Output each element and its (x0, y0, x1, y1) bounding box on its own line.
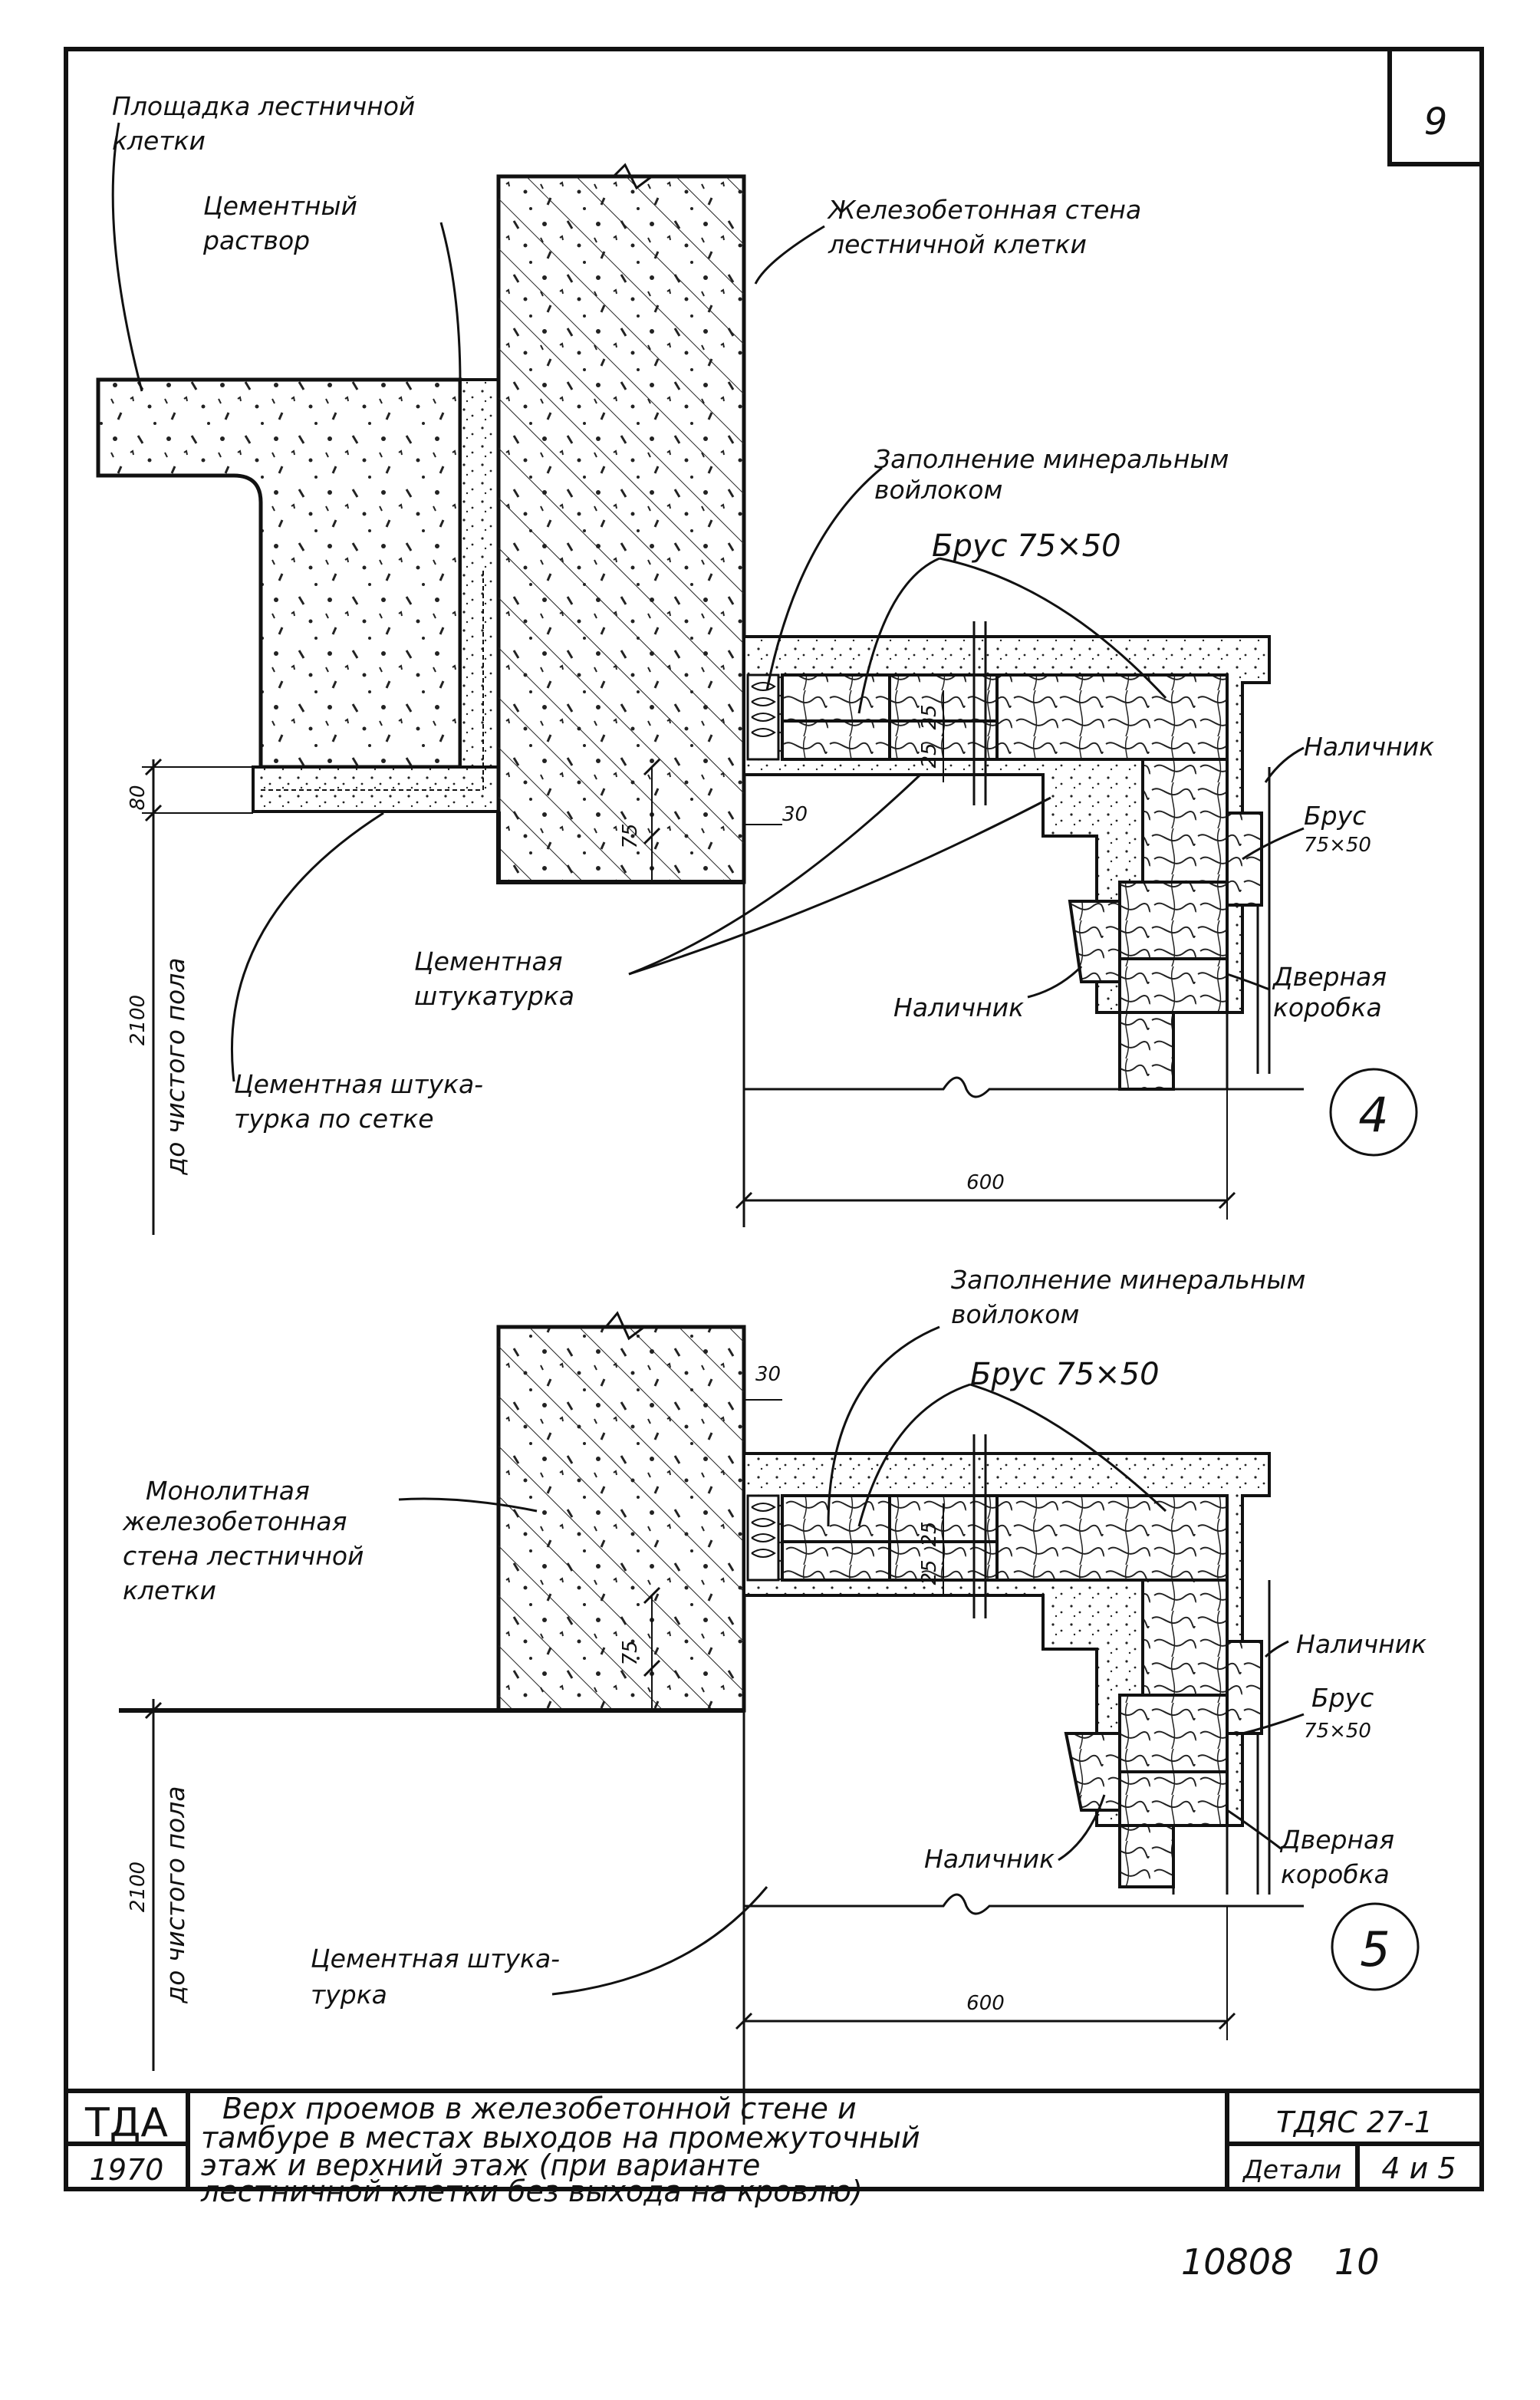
dim-30-4: 30 (782, 803, 808, 826)
description-line4: лестничной клетки без выхода на кровлю) (200, 2174, 863, 2208)
beam-5e (995, 1494, 1229, 1582)
dim-2100-4: 2100 (127, 995, 150, 1045)
mono-wall-label-line2: железобетонная (122, 1506, 347, 1536)
beam-label: Брус 75×50 (932, 528, 1121, 564)
door-frame-4 (1118, 957, 1229, 1014)
door-frame-label-5-line1: Дверная (1279, 1825, 1394, 1855)
beam-5c (781, 1540, 891, 1582)
door-frame-label-5-line2: коробка (1281, 1859, 1390, 1889)
dim-80: 80 (127, 785, 150, 810)
trim-left-label-5: Наличник (924, 1844, 1055, 1874)
dim-25a-4: 25 (918, 704, 941, 729)
dim-2100-5: 2100 (127, 1862, 150, 1912)
mono-wall-label-line4: клетки (123, 1575, 216, 1605)
rc-wall-label-line1: Железобетонная стена (827, 195, 1141, 225)
beam-right-label-5-line1: Брус (1311, 1683, 1374, 1713)
plaster-mesh-label-line2: турка по сетке (234, 1104, 434, 1134)
cement-plaster-label-line2: штукатурка (414, 981, 574, 1011)
year-label: 1970 (90, 2153, 164, 2187)
cement-plaster-label-5-line2: турка (311, 1980, 387, 2010)
sheet-frame (64, 47, 1484, 2191)
trim-left-4 (1068, 900, 1121, 983)
dim-600-4: 600 (966, 1171, 1005, 1194)
felt-label-line1: Заполнение минеральным (874, 444, 1229, 474)
mortar-strip (459, 378, 500, 769)
trim-right-label-5: Наличник (1296, 1629, 1426, 1659)
description-line1: Верх проемов в железобетонной стене и (222, 2092, 857, 2125)
dim-75-5: 75 (619, 1640, 642, 1665)
dim-25b-4: 25 (918, 742, 941, 768)
dim-600-5: 600 (966, 1992, 1005, 2015)
dim-25a-5: 25 (918, 1521, 941, 1546)
cement-plaster-label-line1: Цементная (414, 947, 563, 976)
landing-label-line1: Площадка лестничной (112, 91, 415, 121)
trim-left-5 (1064, 1732, 1121, 1812)
detail-4-marker (1329, 1068, 1418, 1157)
beam-4a (781, 673, 891, 723)
description-line3: этаж и верхний этаж (при варианте (201, 2148, 760, 2182)
trim-right-4 (1226, 812, 1263, 907)
section-value: 4 и 5 (1381, 2151, 1456, 2185)
felt-label-line2: войлоком (874, 475, 1002, 505)
door-frame-label-line2: коробка (1273, 993, 1382, 1022)
beam-right-label-line2: 75×50 (1304, 834, 1371, 857)
felt-label-5-line2: войлоком (951, 1299, 1079, 1329)
beam-label-5: Брус 75×50 (970, 1357, 1160, 1392)
dim-floor-5: до чистого пола (160, 1786, 190, 2003)
trim-right-label: Наличник (1304, 732, 1434, 762)
detail-5-number: 5 (1360, 1921, 1390, 1977)
beam-4f (1141, 758, 1229, 884)
trim-left-label: Наличник (893, 993, 1024, 1022)
detail-4-number: 4 (1358, 1087, 1388, 1143)
door-frame-label-line1: Дверная (1272, 962, 1387, 992)
landing-slab (96, 377, 462, 769)
mortar-label-line1: Цементный (203, 191, 357, 221)
beam-4g (1118, 881, 1229, 960)
mono-wall-label-line1: Монолитная (146, 1476, 310, 1506)
trim-right-5 (1226, 1640, 1263, 1735)
beam-4e (995, 673, 1229, 761)
section-label: Детали (1242, 2155, 1341, 2184)
org-label: ТДА (84, 2100, 168, 2146)
door-frame-5 (1118, 1770, 1229, 1827)
page-number: 10 (1334, 2241, 1380, 2283)
beam-5g (1118, 1694, 1229, 1773)
beam-4c (781, 719, 891, 761)
detail-5: 5 Заполнение минеральным войлоком Брус 7… (119, 1265, 1426, 2125)
drawing-code: ТДЯС 27-1 (1276, 2105, 1433, 2139)
title-block: ТДА 1970 Верх проемов в железобетонной с… (66, 2091, 1482, 2208)
detail-4: 4 Площадка лестничной клетки Цементный р… (96, 91, 1434, 1235)
rc-wall-label-line2: лестничной клетки (828, 229, 1087, 259)
plaster-mesh-label-line1: Цементная штука- (234, 1069, 483, 1099)
felt-label-5-line1: Заполнение минеральным (951, 1265, 1305, 1295)
mono-wall-label-line3: стена лестничной (123, 1541, 364, 1571)
beam-5a (781, 1494, 891, 1543)
cement-plaster-label-5-line1: Цементная штука- (311, 1944, 560, 1974)
beam-5f (1141, 1579, 1229, 1697)
mortar-label-line2: раствор (202, 226, 310, 255)
sheet-number-box: 9 (1387, 47, 1484, 166)
beam-right-label-line1: Брус (1304, 801, 1366, 831)
detail-5-marker (1331, 1902, 1420, 1991)
description-line2: тамбуре в местах выходов на промежуточны… (201, 2121, 920, 2155)
landing-label-line2: клетки (112, 126, 206, 156)
beam-right-label-5-line2: 75×50 (1304, 1720, 1371, 1743)
archive-number: 10808 (1181, 2241, 1293, 2283)
dim-floor-4: до чистого пола (160, 957, 190, 1175)
dim-75-4: 75 (619, 823, 642, 848)
dim-25b-5: 25 (918, 1559, 941, 1585)
dim-30-5: 30 (755, 1363, 781, 1386)
sheet-number: 9 (1424, 100, 1448, 143)
